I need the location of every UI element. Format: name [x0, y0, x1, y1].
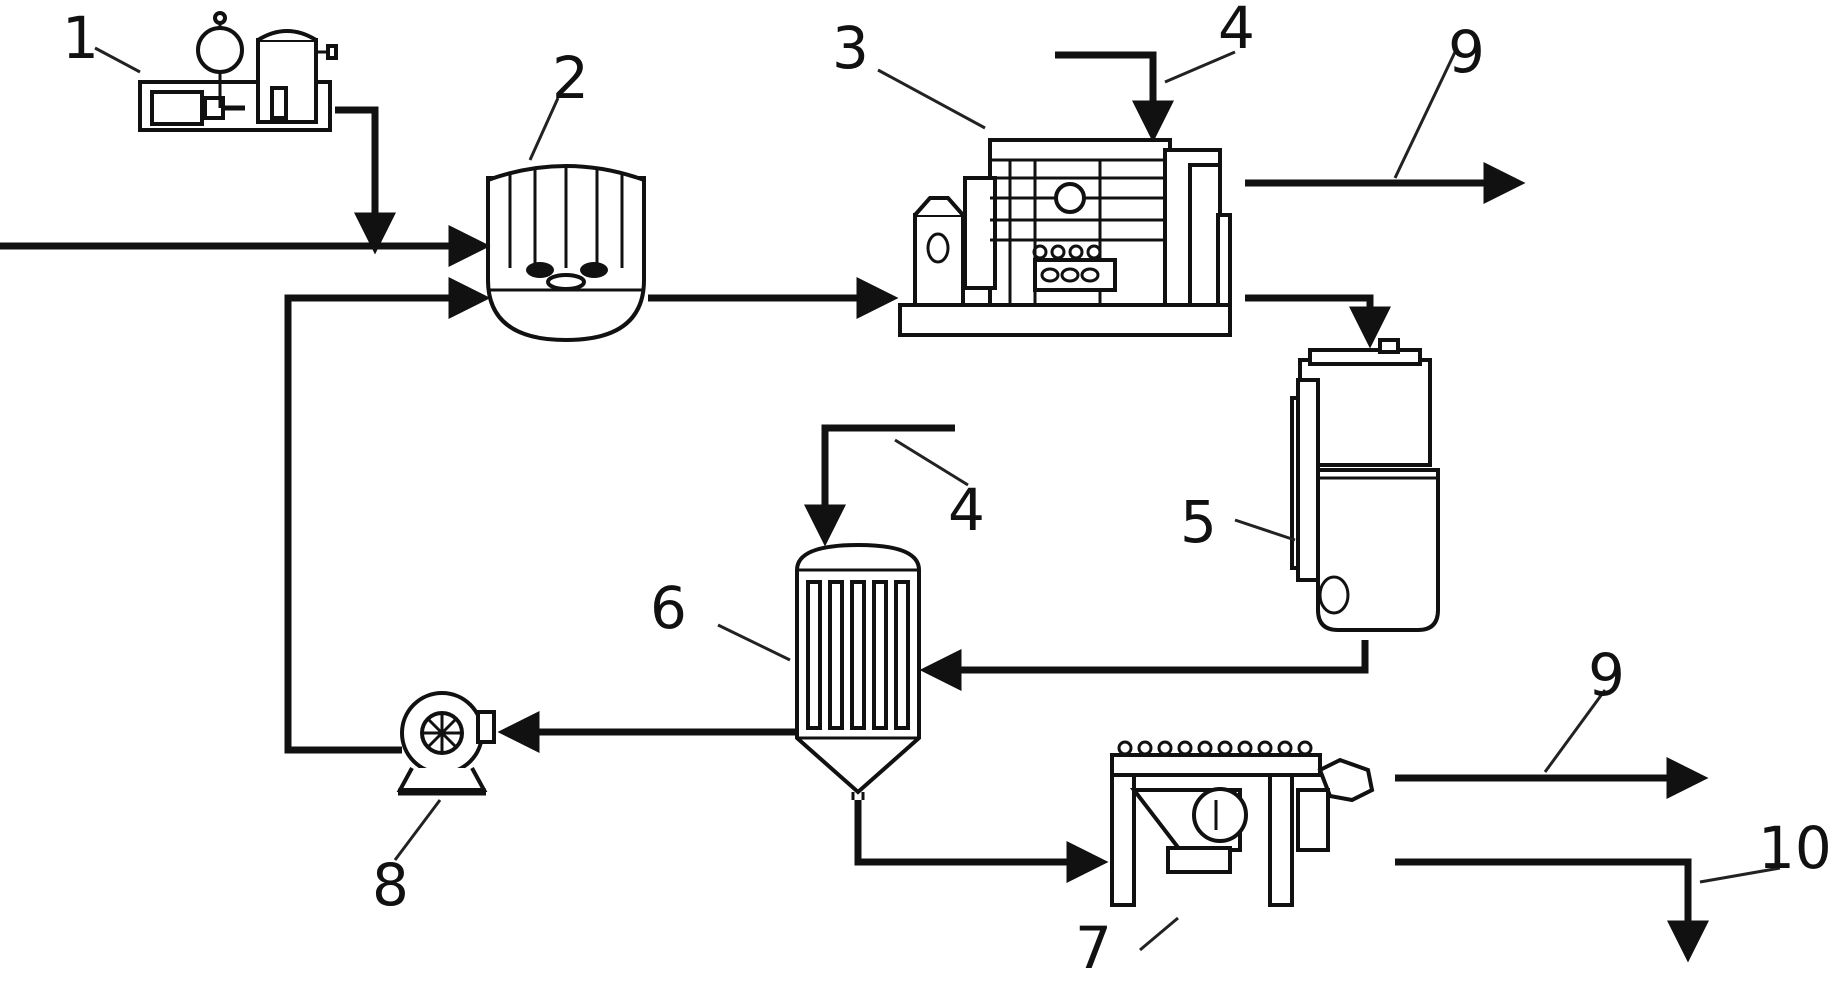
input-4-to-6 — [804, 424, 955, 547]
pump-and-tank-icon — [138, 11, 338, 132]
label-4-top: 4 — [1218, 0, 1255, 62]
label-8: 8 — [372, 851, 409, 919]
line-3-to-5 — [1245, 294, 1391, 349]
input-4-to-3 — [1055, 51, 1174, 143]
process-machine-icon — [898, 138, 1232, 337]
label-9-bottom: 9 — [1588, 641, 1625, 709]
tubular-column-icon — [795, 542, 921, 800]
label-3: 3 — [832, 14, 869, 82]
line-6-to-7 — [854, 800, 1109, 883]
label-7: 7 — [1075, 914, 1112, 981]
recycle-line-8-to-2 — [284, 277, 491, 754]
component-labels: 1 2 3 4 9 4 5 6 9 10 8 7 — [62, 0, 1831, 981]
label-6: 6 — [650, 574, 687, 642]
label-10: 10 — [1758, 814, 1831, 882]
leader-lines — [94, 46, 1781, 952]
vertical-vessel-icon — [1290, 338, 1440, 632]
label-4-mid: 4 — [948, 476, 985, 544]
line-5-to-6 — [919, 640, 1369, 691]
process-lines — [0, 51, 1709, 963]
filter-press-icon — [1110, 740, 1375, 907]
stirred-reactor-icon — [486, 164, 646, 343]
label-5: 5 — [1180, 488, 1217, 556]
label-2: 2 — [552, 44, 589, 112]
line-1-to-2 — [335, 106, 396, 255]
label-9-top: 9 — [1448, 18, 1485, 86]
centrifugal-pump-icon — [396, 691, 496, 796]
output-10-from-7 — [1395, 858, 1709, 963]
label-1: 1 — [62, 4, 99, 72]
